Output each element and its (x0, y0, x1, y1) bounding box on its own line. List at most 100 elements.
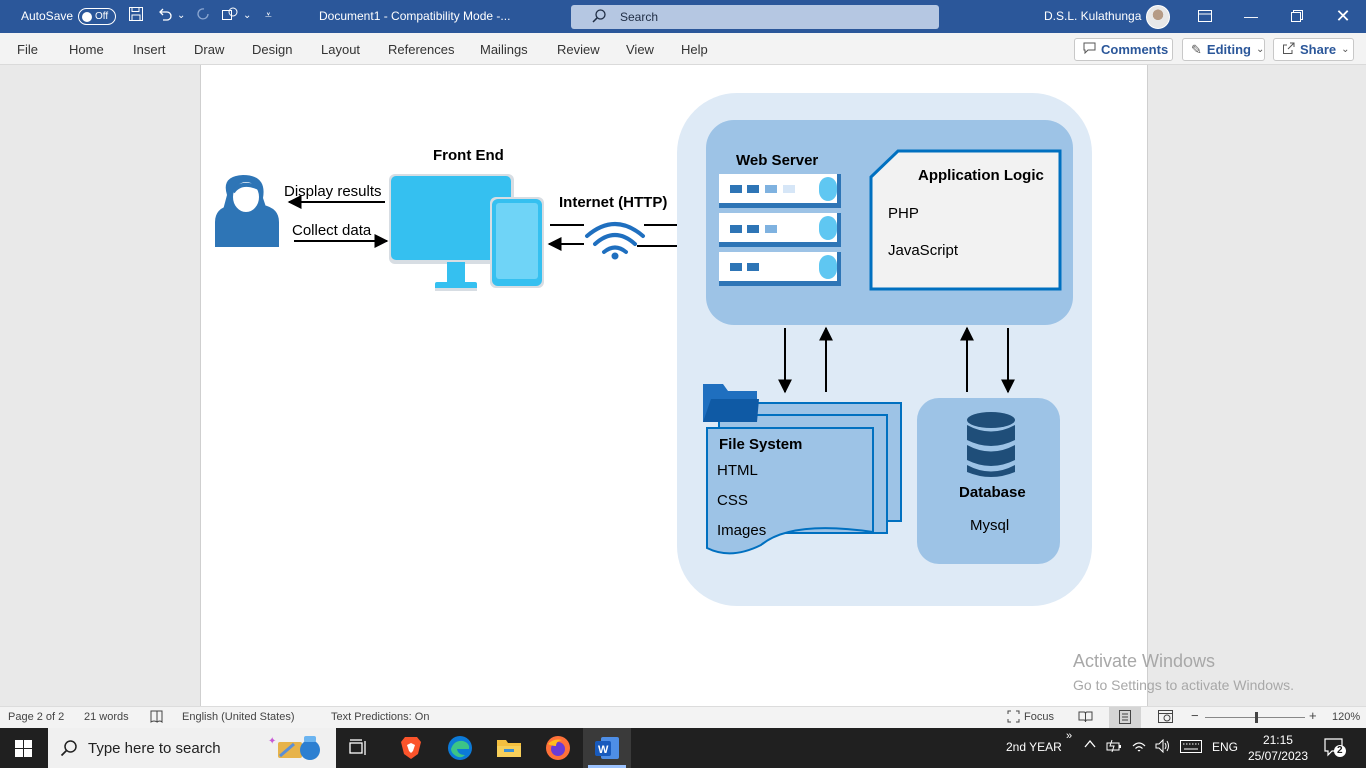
server-rack-icon (719, 174, 841, 286)
web-layout-icon[interactable] (1158, 710, 1173, 726)
word-icon[interactable]: W (593, 734, 621, 762)
zoom-level[interactable]: 120% (1332, 711, 1361, 723)
tab-help[interactable]: Help (681, 42, 708, 57)
restore-icon[interactable] (1285, 5, 1309, 27)
taskbar: Type here to search ✦ W 2nd YEAR » ENG 2… (0, 728, 1366, 768)
comment-icon (1083, 42, 1096, 57)
tab-layout[interactable]: Layout (321, 42, 361, 57)
svg-text:✦: ✦ (268, 736, 276, 747)
editing-button[interactable]: ✎ Editing ⌄ (1182, 38, 1265, 61)
chevron-down-icon: ⌄ (1341, 44, 1350, 55)
app-logic-item-javascript: JavaScript (888, 242, 959, 259)
shapes-icon[interactable] (221, 6, 239, 26)
tab-references[interactable]: References (388, 42, 455, 57)
file-system-item-images: Images (717, 522, 766, 539)
year-label[interactable]: 2nd YEAR (1006, 740, 1062, 754)
windows-start-icon[interactable] (15, 740, 32, 762)
user-name[interactable]: D.S.L. Kulathunga (1044, 9, 1142, 23)
tab-design[interactable]: Design (252, 42, 293, 57)
proofing-icon[interactable] (150, 710, 163, 726)
ribbon-tabs: File Home Insert Draw Design Layout Refe… (0, 33, 1366, 65)
document-title: Document1 - Compatibility Mode -... (319, 9, 511, 23)
autosave-state: Off (95, 11, 109, 22)
tab-review[interactable]: Review (557, 42, 600, 57)
task-view-icon[interactable] (349, 739, 369, 762)
activate-windows-title: Activate Windows (1073, 651, 1216, 671)
page-count[interactable]: Page 2 of 2 (8, 711, 65, 723)
volume-icon[interactable] (1155, 738, 1171, 756)
text-predictions[interactable]: Text Predictions: On (331, 711, 430, 723)
file-system-item-css: CSS (717, 492, 748, 509)
shapes-dropdown-icon[interactable]: ⌄ (243, 10, 252, 21)
brave-icon[interactable] (397, 734, 425, 762)
undo-dropdown-icon[interactable]: ⌄ (177, 10, 186, 21)
share-button[interactable]: Share ⌄ (1273, 38, 1354, 61)
close-icon[interactable]: ✕ (1335, 5, 1351, 26)
word-count[interactable]: 21 words (84, 711, 129, 723)
tab-home[interactable]: Home (69, 42, 104, 57)
customize-toolbar-icon[interactable]: ⩡ (265, 8, 272, 22)
architecture-diagram: Display results Collect data Front End I… (215, 93, 1092, 606)
clock-date: 25/07/2023 (1247, 749, 1308, 763)
battery-icon[interactable] (1106, 739, 1122, 756)
chevron-right-icon[interactable]: » (1066, 730, 1073, 742)
collect-data-label: Collect data (292, 222, 372, 239)
redo-icon[interactable] (196, 6, 212, 26)
zoom-out-icon[interactable]: − (1191, 708, 1199, 723)
minimize-icon[interactable]: — (1244, 8, 1258, 24)
taskbar-search-placeholder: Type here to search (88, 740, 221, 757)
folder-icon (703, 384, 759, 422)
search-icon (592, 9, 606, 23)
clock-time: 21:15 (1262, 733, 1293, 747)
focus-label[interactable]: Focus (1024, 711, 1054, 723)
ribbon-display-icon[interactable] (1193, 5, 1217, 27)
input-language[interactable]: ENG (1212, 740, 1239, 754)
web-server-title: Web Server (736, 152, 818, 169)
share-icon (1282, 42, 1295, 58)
avatar[interactable] (1146, 5, 1170, 29)
language-indicator[interactable]: English (United States) (182, 711, 295, 723)
editing-label: Editing (1206, 42, 1251, 57)
taskbar-search[interactable]: Type here to search ✦ (48, 728, 336, 768)
comments-button[interactable]: Comments (1074, 38, 1173, 61)
tab-draw[interactable]: Draw (194, 42, 225, 57)
chevron-up-icon[interactable] (1084, 738, 1096, 753)
database-panel (917, 398, 1060, 564)
search-box[interactable]: Search (571, 5, 939, 29)
title-bar: AutoSave Off ⌄ ⌄ ⩡ Document1 - Compatibi… (0, 0, 1366, 33)
tab-view[interactable]: View (626, 42, 654, 57)
database-title: Database (959, 484, 1026, 501)
tab-insert[interactable]: Insert (133, 42, 166, 57)
document-area[interactable]: Display results Collect data Front End I… (0, 65, 1366, 706)
undo-icon[interactable] (157, 6, 173, 26)
chevron-down-icon: ⌄ (1255, 44, 1265, 55)
search-highlight-icon[interactable]: ✦ (260, 732, 330, 764)
notification-count: 2 (1337, 745, 1343, 756)
internet-label: Internet (HTTP) (559, 194, 667, 211)
document-page[interactable]: Display results Collect data Front End I… (200, 65, 1148, 706)
tab-file[interactable]: File (17, 42, 38, 57)
notification-icon[interactable] (1324, 738, 1346, 761)
application-logic-title: Application Logic (918, 167, 1044, 184)
zoom-in-icon[interactable]: + (1309, 708, 1317, 723)
autosave-toggle[interactable]: Off (78, 8, 116, 25)
print-layout-icon[interactable] (1119, 710, 1131, 727)
database-icon (967, 412, 1015, 477)
zoom-slider-thumb[interactable] (1255, 712, 1258, 723)
display-results-label: Display results (284, 183, 382, 200)
file-system-item-html: HTML (717, 462, 758, 479)
read-mode-icon[interactable] (1078, 710, 1093, 726)
phone-icon (490, 197, 544, 288)
save-icon[interactable] (128, 6, 144, 26)
focus-icon[interactable] (1007, 710, 1020, 726)
tab-mailings[interactable]: Mailings (480, 42, 528, 57)
autosave-label: AutoSave (21, 9, 74, 23)
file-explorer-icon[interactable] (495, 734, 523, 762)
keyboard-icon[interactable] (1180, 740, 1202, 756)
firefox-icon[interactable] (544, 734, 572, 762)
clock[interactable]: 21:15 25/07/2023 (1248, 732, 1308, 764)
wifi-icon[interactable] (1131, 739, 1147, 756)
search-placeholder: Search (620, 10, 659, 24)
user-icon (215, 175, 279, 247)
edge-icon[interactable] (446, 734, 474, 762)
